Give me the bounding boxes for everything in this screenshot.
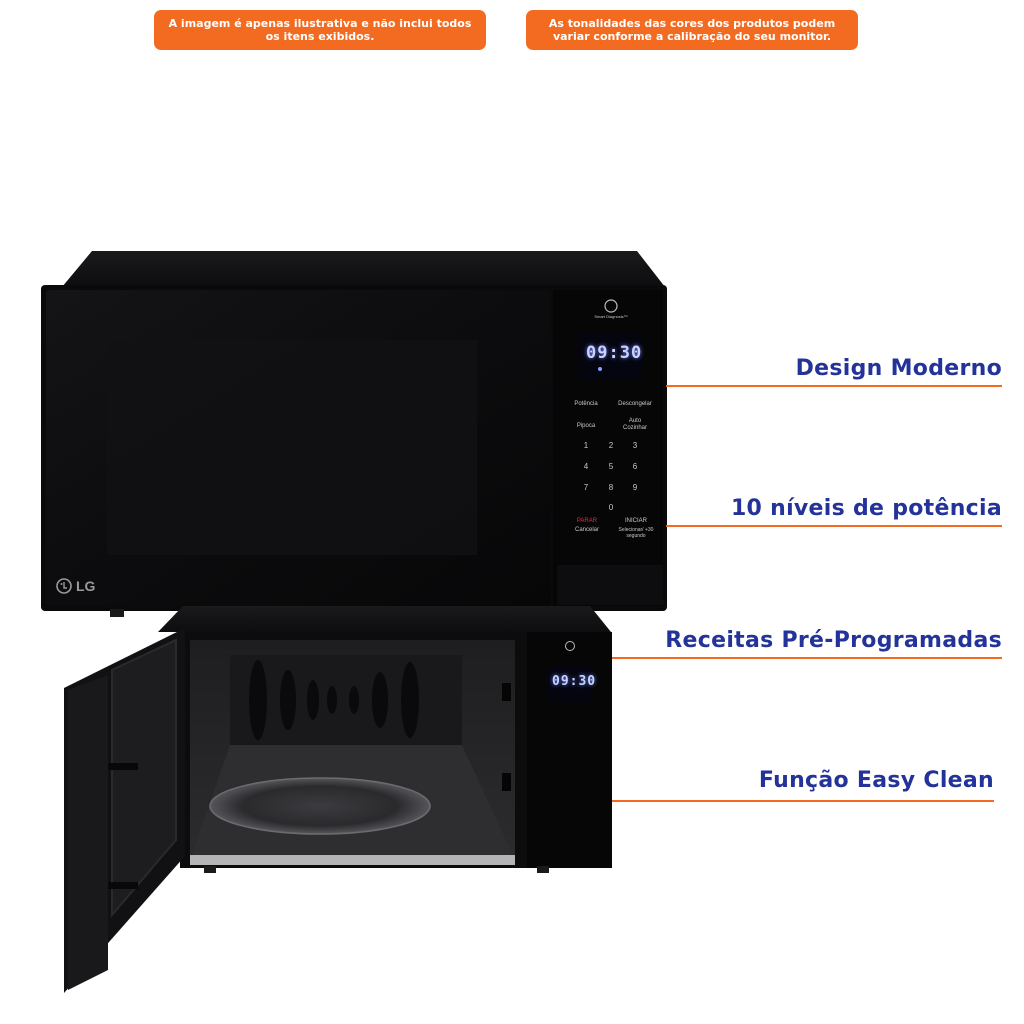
parar-button[interactable]: PARAR (576, 518, 598, 524)
open-microwave (64, 606, 612, 993)
iniciar-button[interactable]: INICIAR (624, 518, 647, 524)
selecionar-label: Selecionar/ +30 segundo (618, 527, 654, 539)
pipoca-button[interactable]: Pipoca (576, 423, 596, 429)
potencia-button[interactable]: Potência (574, 401, 598, 407)
key-4[interactable]: 4 (583, 462, 589, 471)
notice-illustrative: A imagem é apenas ilustrativa e não incl… (154, 10, 486, 50)
lg-logo: LG (56, 578, 95, 594)
key-1[interactable]: 1 (583, 441, 589, 450)
feature-design-moderno: Design Moderno (795, 356, 1002, 381)
feature-easy-clean: Função Easy Clean (758, 768, 994, 793)
key-5[interactable]: 5 (608, 462, 614, 471)
key-8[interactable]: 8 (608, 483, 614, 492)
descongelar-button[interactable]: Descongelar (618, 401, 652, 407)
key-0[interactable]: 0 (608, 503, 614, 512)
notice-color-calibration: As tonalidades das cores dos produtos po… (526, 10, 858, 50)
feature-line-easyclean (612, 800, 994, 802)
smart-diagnosis-label: Smart Diagnosis™ (594, 314, 628, 319)
key-6[interactable]: 6 (632, 462, 638, 471)
lg-face-icon (56, 578, 72, 594)
key-9[interactable]: 9 (632, 483, 638, 492)
key-7[interactable]: 7 (583, 483, 589, 492)
key-2[interactable]: 2 (608, 441, 614, 450)
feature-niveis-potencia: 10 níveis de potência (730, 496, 1002, 521)
smart-diagnosis-icon (604, 299, 618, 313)
feature-line-power (666, 525, 1002, 527)
notice-illustrative-text: A imagem é apenas ilustrativa e não incl… (168, 17, 472, 43)
notice-color-calibration-text: As tonalidades das cores dos produtos po… (548, 17, 836, 43)
feature-line-recipes (612, 657, 1002, 659)
display-time-open: 09:30 (552, 674, 597, 689)
auto-cozinhar-button[interactable]: Auto Cozinhar (622, 418, 647, 431)
key-3[interactable]: 3 (632, 441, 638, 450)
turntable-plate (209, 777, 431, 835)
display-time: 09:30 (586, 343, 643, 363)
feature-line-design (666, 385, 1002, 387)
cancelar-label: Cancelar (574, 527, 599, 533)
closed-microwave (41, 251, 667, 617)
feature-receitas: Receitas Pré-Programadas (665, 628, 1002, 653)
door-window (107, 340, 477, 555)
